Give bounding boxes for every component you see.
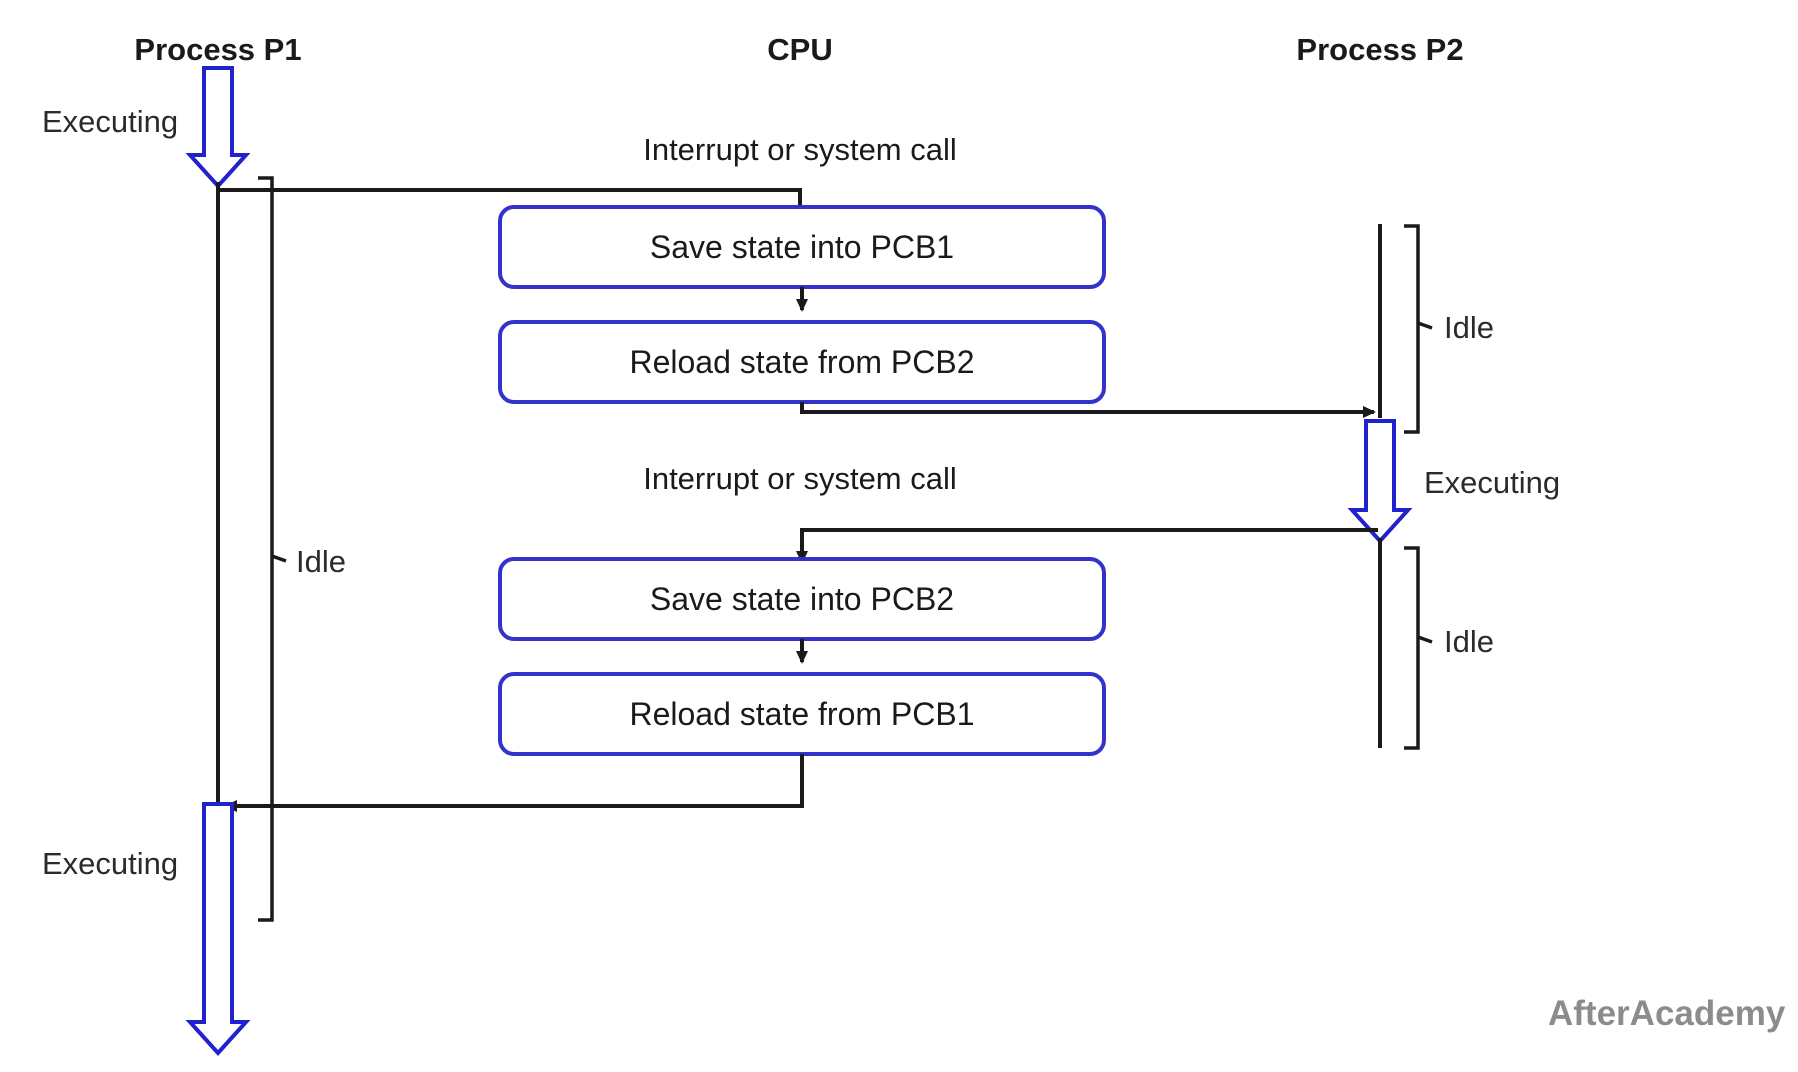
p2-idle-bracket-top: [1404, 224, 1433, 434]
lane-title-cpu: CPU: [767, 32, 832, 67]
dispatch-to-p2-connector: [800, 402, 1376, 418]
p1-executing-label-bottom: Executing: [42, 846, 178, 881]
return-to-p1-connector: [224, 754, 804, 812]
process-box-reload-pcb1: Reload state from PCB1: [498, 672, 1106, 756]
interrupt-1-label: Interrupt or system call: [643, 132, 957, 167]
process-box-reload-pcb1-label: Reload state from PCB1: [629, 696, 974, 732]
p1-idle-bracket: [258, 176, 287, 922]
lane-title-p2: Process P2: [1296, 32, 1463, 67]
lane-title-p1: Process P1: [134, 32, 301, 67]
p1-idle-label: Idle: [296, 544, 346, 579]
process-box-save-pcb2-label: Save state into PCB2: [650, 581, 954, 617]
interrupt-2-connector: [796, 528, 1378, 564]
interrupt-2-label: Interrupt or system call: [643, 461, 957, 496]
process-box-save-pcb1-label: Save state into PCB1: [650, 229, 954, 265]
process-box-save-pcb2: Save state into PCB2: [498, 557, 1106, 641]
p2-executing-arrow: [1347, 419, 1413, 544]
p2-executing-label: Executing: [1424, 465, 1560, 500]
process-box-reload-pcb2-label: Reload state from PCB2: [629, 344, 974, 380]
p2-idle-bracket-bottom: [1404, 546, 1433, 750]
p2-idle-label-bottom: Idle: [1444, 624, 1494, 659]
p1-executing-arrow-top: [185, 66, 251, 189]
process-box-reload-pcb2: Reload state from PCB2: [498, 320, 1106, 404]
p1-executing-arrow-bottom: [185, 802, 251, 1056]
watermark-afteracademy: AfterAcademy: [1548, 994, 1786, 1033]
process-box-save-pcb1: Save state into PCB1: [498, 205, 1106, 289]
p2-idle-label-top: Idle: [1444, 310, 1494, 345]
p1-executing-label-top: Executing: [42, 104, 178, 139]
